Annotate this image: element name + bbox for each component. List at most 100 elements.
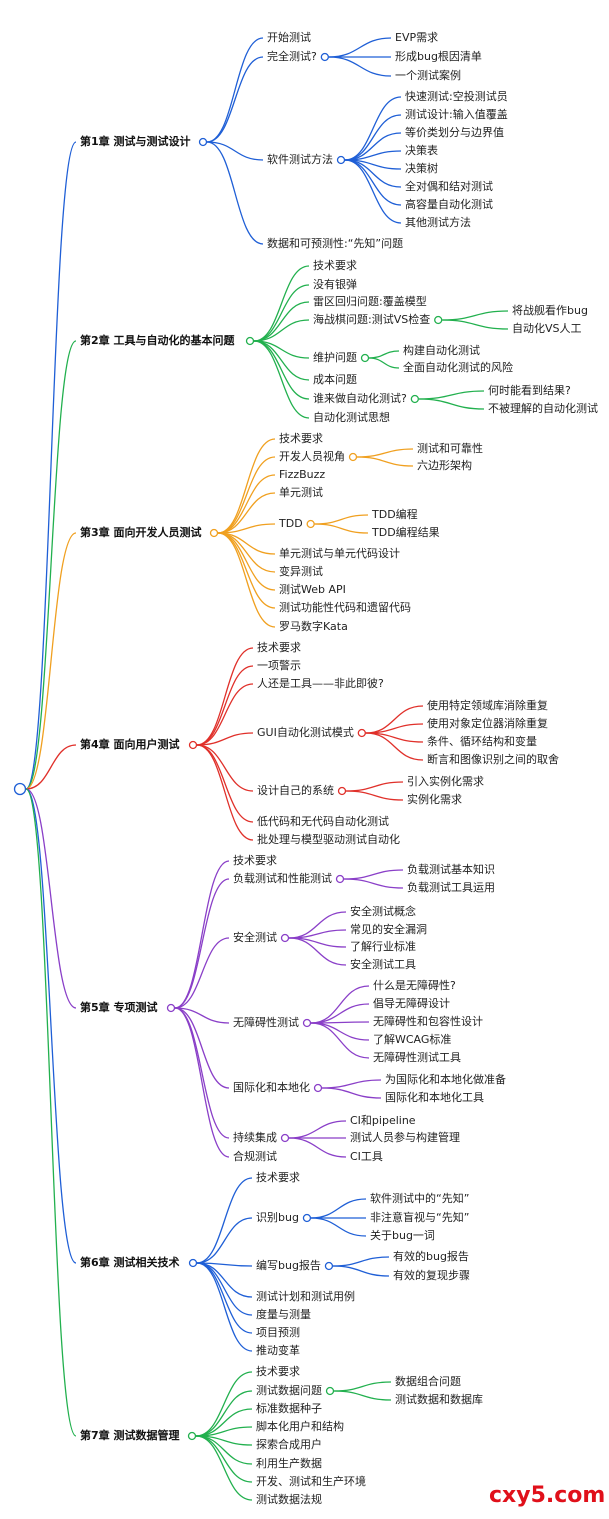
topic-junction-dot — [348, 452, 358, 462]
topic-edge — [206, 141, 264, 245]
subtopic-edge — [442, 319, 509, 330]
topic-edge — [196, 744, 254, 792]
subtopic-label: EVP需求 — [395, 31, 438, 44]
subtopic-edge — [368, 357, 400, 369]
topic-edge — [195, 1435, 253, 1501]
topic-junction-dot — [410, 394, 419, 404]
topic-label: 编写bug报告 — [256, 1258, 321, 1272]
chapter-label: 第2章 工具与自动化的基本问题 — [80, 333, 235, 347]
subtopic-edge — [288, 1120, 347, 1139]
topic-junction-dot — [337, 786, 347, 796]
subtopic-label: 了解行业标准 — [350, 939, 416, 953]
topic-label: 无障碍性测试 — [233, 1015, 299, 1029]
subtopic-label: 非注意盲视与“先知” — [370, 1210, 469, 1224]
topic-edge — [217, 532, 276, 573]
subtopic-edge — [368, 350, 400, 359]
topic-label: 软件测试方法 — [267, 152, 333, 166]
subtopic-edge — [321, 1087, 382, 1099]
topic-label: 持续集成 — [233, 1130, 277, 1144]
subtopic-label: 决策表 — [405, 143, 438, 157]
subtopic-edge — [333, 1381, 392, 1392]
subtopic-label: 无障碍性和包容性设计 — [373, 1014, 483, 1028]
topic-edge — [217, 474, 276, 534]
topic-edge — [196, 744, 254, 823]
subtopic-label: 测试人员参与构建管理 — [350, 1130, 460, 1144]
topic-label: 技术要求 — [256, 1365, 300, 1378]
subtopic-edge — [418, 390, 485, 400]
chapter-label: 第6章 测试相关技术 — [80, 1255, 179, 1269]
subtopic-label: 安全测试概念 — [350, 904, 416, 918]
topic-edge — [196, 665, 254, 746]
topic-junction-dot — [302, 1018, 312, 1028]
subtopic-label: 不被理解的自动化测试 — [488, 401, 598, 415]
topic-junction-dot — [302, 1213, 312, 1223]
topic-edge — [174, 1007, 230, 1089]
chapter-junction-dot — [187, 1431, 197, 1441]
topic-label: 单元测试与单元代码设计 — [279, 547, 400, 560]
branch-edge — [25, 788, 77, 1437]
chapter-junction-dot — [245, 336, 255, 346]
subtopic-label: 实例化需求 — [407, 792, 462, 806]
topic-label: 开始测试 — [267, 30, 311, 44]
branch-edge — [25, 744, 77, 790]
topic-junction-dot — [313, 1083, 323, 1093]
subtopic-edge — [442, 310, 509, 321]
subtopic-label: 了解WCAG标准 — [373, 1032, 451, 1046]
subtopic-edge — [328, 37, 392, 58]
subtopic-edge — [310, 1022, 370, 1041]
topic-label: 雷区回归问题:覆盖模型 — [313, 294, 427, 308]
topic-label: 开发人员视角 — [279, 449, 345, 463]
topic-label: 识别bug — [256, 1211, 299, 1224]
branch-edge — [25, 788, 77, 1264]
chapter-label: 第4章 面向用户测试 — [80, 737, 179, 751]
topic-junction-dot — [336, 155, 346, 165]
topic-edge — [253, 284, 310, 342]
topic-edge — [206, 56, 264, 143]
topic-label: 测试数据问题 — [256, 1383, 322, 1397]
edges-layer — [25, 37, 509, 1501]
topic-edge — [196, 1262, 253, 1334]
topic-edge — [217, 456, 276, 534]
subtopic-edge — [310, 1003, 370, 1024]
topic-edge — [253, 319, 310, 342]
subtopic-label: 决策树 — [405, 161, 438, 175]
topic-label: 设计自己的系统 — [257, 783, 334, 797]
subtopic-edge — [332, 1265, 390, 1277]
subtopic-edge — [344, 114, 402, 161]
topic-junction-dot — [280, 933, 290, 943]
topic-label: 成本问题 — [313, 372, 357, 386]
topic-junction-dot — [360, 353, 370, 363]
topic-edge — [206, 141, 264, 161]
subtopic-edge — [310, 1198, 367, 1219]
topic-label: 谁来做自动化测试? — [313, 391, 407, 405]
topic-edge — [253, 340, 310, 419]
topic-edge — [174, 1007, 230, 1024]
chapter-junction-dot — [198, 137, 208, 147]
topic-edge — [196, 732, 254, 746]
topic-label: 技术要求 — [279, 432, 323, 445]
branch-edge — [25, 788, 77, 1009]
topic-edge — [253, 265, 310, 342]
subtopic-label: 条件、循环结构和变量 — [427, 734, 537, 748]
subtopic-edge — [343, 878, 404, 889]
chapter-junction-dot — [188, 740, 198, 750]
topic-label: 单元测试 — [279, 486, 323, 499]
topic-label: FizzBuzz — [279, 468, 325, 481]
subtopic-label: 测试设计:输入值覆盖 — [405, 107, 508, 121]
subtopic-label: 将战舰看作bug — [512, 303, 588, 317]
topic-label: 测试功能性代码和遗留代码 — [279, 600, 411, 614]
topic-label: 利用生产数据 — [256, 1456, 322, 1470]
chapter-label: 第3章 面向开发人员测试 — [80, 525, 201, 539]
subtopic-label: 何时能看到结果? — [488, 383, 571, 397]
subtopic-edge — [344, 96, 402, 161]
topic-edge — [195, 1435, 253, 1483]
topic-label: 项目预测 — [256, 1326, 300, 1339]
topic-label: 安全测试 — [233, 930, 277, 944]
subtopic-edge — [288, 1137, 347, 1158]
subtopic-label: 其他测试方法 — [405, 215, 471, 229]
topic-label: 测试计划和测试用例 — [256, 1289, 355, 1303]
topic-edge — [196, 1177, 253, 1264]
root-node — [13, 782, 27, 796]
topic-junction-dot — [320, 52, 329, 62]
